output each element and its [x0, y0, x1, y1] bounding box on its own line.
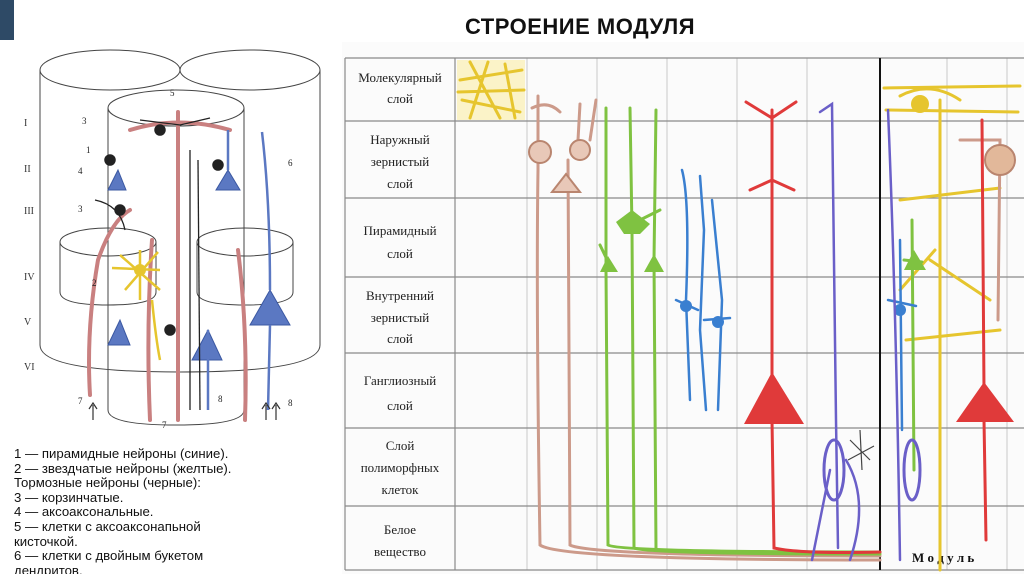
- roman-label: VI: [24, 362, 35, 373]
- layer-label: слой: [387, 91, 413, 106]
- layer-label: слой: [387, 176, 413, 191]
- legend-item: Тормозные нейроны (черные):: [14, 475, 201, 491]
- layer-label: Пирамидный: [363, 223, 436, 238]
- module-column-diagram: I II III IV V VI 3 5 1 4 3 6 2 7 8 7 8: [24, 49, 321, 430]
- callout-number: 7: [162, 420, 167, 430]
- legend-item: 2 — звездчатые нейроны (желтые).: [14, 460, 232, 476]
- callout-number: 8: [218, 394, 223, 404]
- module-label: М о д у л ь: [912, 550, 974, 565]
- layer-label: слой: [387, 246, 413, 261]
- accent-bar: [0, 0, 14, 40]
- callout-number: 8: [288, 398, 293, 408]
- legend-item: 5 — клетки с аксоаксонапьной: [14, 518, 201, 534]
- layer-label: Ганглиозный: [364, 373, 436, 388]
- callout-number: 4: [78, 166, 83, 176]
- layer-label: Наружный: [370, 132, 429, 147]
- callout-number: 3: [78, 204, 83, 214]
- layer-label: Внутренний: [366, 288, 434, 303]
- layer-label: зернистый: [371, 310, 430, 325]
- roman-label: II: [24, 164, 31, 175]
- page-title: СТРОЕНИЕ МОДУЛЯ: [464, 14, 696, 39]
- legend-item: 1 — пирамидные нейроны (синие).: [14, 446, 229, 461]
- layer-label: полиморфных: [361, 460, 440, 475]
- roman-label: IV: [24, 272, 35, 283]
- layer-label: Белое: [384, 522, 416, 537]
- callout-number: 1: [86, 145, 91, 155]
- layer-label: слой: [387, 331, 413, 346]
- legend-item: кисточкой.: [14, 533, 78, 549]
- layer-label: вещество: [374, 544, 426, 559]
- legend-item: дендритов.: [14, 562, 83, 574]
- callout-number: 6: [288, 158, 293, 168]
- legend-item: 6 — клетки с двойным букетом: [14, 548, 204, 564]
- layer-label: зернистый: [371, 154, 430, 169]
- roman-label: V: [24, 317, 32, 328]
- callout-number: 7: [78, 396, 83, 406]
- layer-label: слой: [387, 398, 413, 413]
- callout-number: 2: [92, 278, 97, 288]
- callout-number: 5: [170, 88, 175, 98]
- roman-label: I: [24, 118, 27, 129]
- legend-item: 3 — корзинчатые.: [14, 489, 124, 505]
- roman-label: III: [24, 206, 34, 217]
- legend: 1 — пирамидные нейроны (синие). 2 — звез…: [14, 446, 344, 574]
- layer-label: Слой: [386, 438, 415, 453]
- callout-number: 3: [82, 116, 87, 126]
- layer-label: клеток: [382, 482, 420, 497]
- layer-label: Молекулярный: [358, 70, 442, 85]
- legend-item: 4 — аксоаксональные.: [14, 504, 154, 520]
